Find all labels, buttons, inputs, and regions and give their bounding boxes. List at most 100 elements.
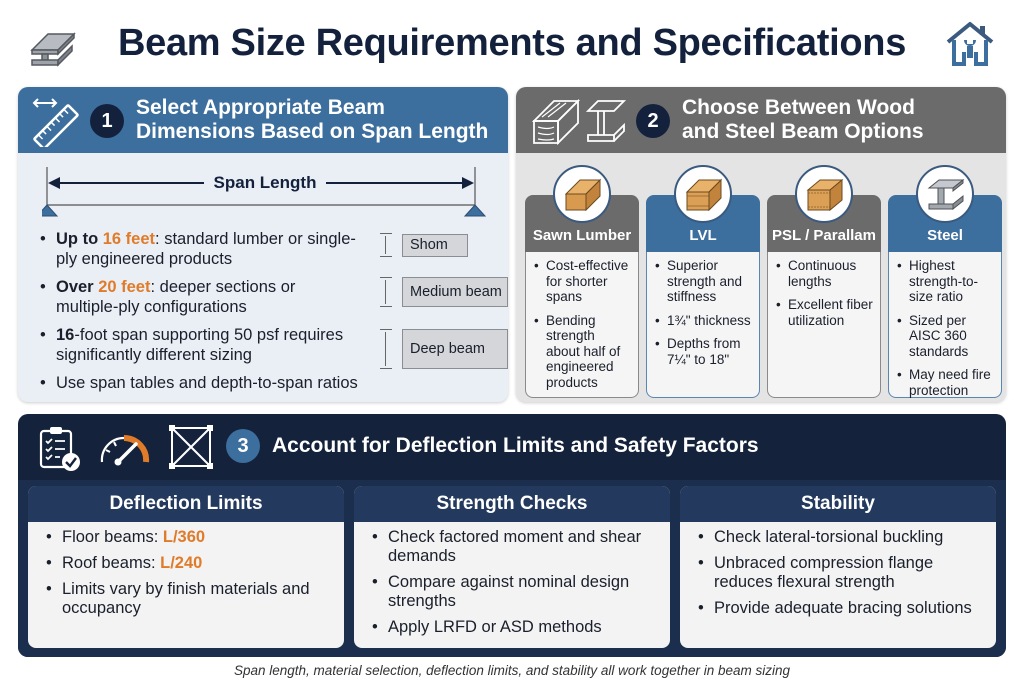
section-1-title: Select Appropriate Beam Dimensions Based… [136, 96, 488, 144]
material-card-sawn-lumber: Sawn Lumber Cost-effective for shorter s… [525, 165, 639, 398]
list-item: Limits vary by finish materials and occu… [46, 580, 316, 618]
card-title: Stability [680, 486, 996, 522]
steel-beam-icon [916, 165, 974, 223]
card-body: Highest strength-to-size ratio Sized per… [888, 252, 1002, 398]
card-title: Steel [927, 227, 963, 244]
depth-box-label: Medium beam [402, 277, 508, 307]
depth-indicator-deep: Deep beam [380, 329, 508, 369]
list-item: Unbraced compression flange reduces flex… [698, 554, 958, 592]
list-item: Cost-effective for shorter spans [534, 258, 632, 305]
list-item: Check lateral-torsional buckling [698, 528, 984, 547]
lvl-lumber-icon [674, 165, 732, 223]
sawn-lumber-icon [553, 165, 611, 223]
checklist-clipboard-icon [39, 427, 80, 471]
depth-dimension-icon [380, 329, 392, 369]
step-number-badge: 2 [636, 104, 670, 138]
card-title: Deflection Limits [28, 486, 344, 522]
bullet-text: -foot span supporting 50 psf requires si… [56, 326, 344, 364]
material-bullets: Cost-effective for shorter spans Bending… [526, 252, 638, 390]
section-1-header: 1 Select Appropriate Beam Dimensions Bas… [18, 87, 508, 153]
list-item: Sized per AISC 360 standards [897, 313, 995, 360]
depth-box-label: Deep beam [402, 329, 508, 369]
page-title: Beam Size Requirements and Specification… [117, 22, 907, 64]
span-length-diagram: Span Length [42, 167, 488, 217]
bullet-highlight: 16 feet [102, 230, 156, 248]
material-bullets: Superior strength and stiffness 1¾" thic… [647, 252, 759, 367]
title-bar: Beam Size Requirements and Specification… [0, 0, 1024, 86]
list-item: Check factored moment and shear demands [372, 528, 658, 566]
list-item: Roof beams: L/240 [46, 554, 332, 573]
card-body: Continuous lengths Excellent fiber utili… [767, 252, 881, 398]
step-number-badge: 1 [90, 104, 124, 138]
list-item: 16-foot span supporting 50 psf requires … [40, 325, 350, 365]
section-2-title-line-2: and Steel Beam Options [682, 120, 924, 143]
material-card-steel: Steel Highest strength-to-size ratio Siz… [888, 165, 1002, 398]
list-item: Depths from 7¼" to 18" [655, 336, 753, 367]
material-bullets: Continuous lengths Excellent fiber utili… [768, 252, 880, 328]
section-1-title-line-1: Select Appropriate Beam [136, 96, 385, 119]
section-2-title: Choose Between Wood and Steel Beam Optio… [682, 96, 924, 144]
list-item: Over 20 feet: deeper sections or multipl… [40, 277, 360, 317]
bullet-prefix: 16 [56, 326, 75, 344]
section-span-length: 1 Select Appropriate Beam Dimensions Bas… [18, 87, 508, 402]
list-item: 1¾" thickness [655, 313, 753, 329]
deflection-bullets: Floor beams: L/360 Roof beams: L/240 Lim… [28, 522, 344, 618]
ruler-icon [32, 98, 79, 147]
section-material-options: 2 Choose Between Wood and Steel Beam Opt… [516, 87, 1006, 402]
bullet-text: Floor beams: [62, 528, 163, 546]
section-3-header: 3 Account for Deflection Limits and Safe… [18, 414, 1006, 480]
footer-caption: Span length, material selection, deflect… [233, 663, 791, 678]
card-deflection-limits: Deflection Limits Floor beams: L/360 Roo… [28, 486, 344, 648]
section-2-title-line-1: Choose Between Wood [682, 96, 915, 119]
bullet-highlight: L/360 [162, 528, 206, 546]
depth-indicator-medium: Medium beam [380, 277, 508, 307]
span-length-label: Span Length [42, 173, 488, 193]
lumber-outline-icon [532, 98, 580, 145]
psl-lumber-icon [795, 165, 853, 223]
depth-dimension-icon [380, 277, 392, 307]
steel-i-beam-icon [30, 32, 76, 67]
depth-indicator-short: Shom [380, 233, 468, 257]
list-item: Superior strength and stiffness [655, 258, 753, 305]
card-body: Cost-effective for shorter spans Bending… [525, 252, 639, 398]
span-guidelines-list: Up to 16 feet: standard lumber or single… [40, 229, 360, 401]
bullet-text: : standard lumber or single-ply engineer… [56, 230, 356, 268]
section-1-title-line-2: Dimensions Based on Span Length [136, 120, 489, 143]
cross-bracing-icon [169, 425, 213, 469]
bullet-text: Use span tables and depth-to-span ratios [56, 374, 358, 392]
card-title: Sawn Lumber [532, 227, 632, 244]
bullet-prefix: Over [56, 278, 99, 296]
list-item: Continuous lengths [776, 258, 874, 289]
bullet-text: Roof beams: [62, 554, 161, 572]
house-wrench-icon [946, 22, 994, 66]
depth-dimension-icon [380, 233, 392, 257]
list-item: Apply LRFD or ASD methods [372, 618, 658, 637]
bullet-prefix: Up to [56, 230, 103, 248]
bullet-text: Limits vary by finish materials and occu… [62, 580, 310, 617]
list-item: Bending strength about half of engineere… [534, 313, 632, 391]
list-item: Use span tables and depth-to-span ratios [40, 373, 400, 393]
steel-beam-outline-icon [586, 100, 626, 142]
list-item: May need fire protection [897, 367, 995, 398]
list-item: Provide adequate bracing solutions [698, 599, 984, 618]
card-body: Superior strength and stiffness 1¾" thic… [646, 252, 760, 398]
material-card-psl: PSL / Parallam Continuous lengths Excell… [767, 165, 881, 398]
section-3-title: Account for Deflection Limits and Safety… [272, 434, 759, 457]
card-title: PSL / Parallam [772, 227, 876, 244]
material-bullets: Highest strength-to-size ratio Sized per… [889, 252, 1001, 398]
section-2-header: 2 Choose Between Wood and Steel Beam Opt… [516, 87, 1006, 153]
section-deflection-safety: 3 Account for Deflection Limits and Safe… [18, 414, 1006, 657]
span-length-text: Span Length [203, 173, 327, 192]
card-strength-checks: Strength Checks Check factored moment an… [354, 486, 670, 648]
speedometer-gauge-icon [100, 434, 150, 466]
list-item: Up to 16 feet: standard lumber or single… [40, 229, 360, 269]
step-number-badge: 3 [226, 429, 260, 463]
stability-bullets: Check lateral-torsional buckling Unbrace… [680, 522, 996, 618]
list-item: Floor beams: L/360 [46, 528, 332, 547]
bullet-text: : deeper sections or multiple-ply config… [56, 278, 296, 316]
list-item: Highest strength-to-size ratio [897, 258, 995, 305]
list-item: Compare against nominal design strengths [372, 573, 642, 611]
strength-bullets: Check factored moment and shear demands … [354, 522, 670, 637]
bullet-highlight: 20 feet [98, 278, 151, 296]
material-card-lvl: LVL Superior strength and stiffness 1¾" … [646, 165, 760, 398]
